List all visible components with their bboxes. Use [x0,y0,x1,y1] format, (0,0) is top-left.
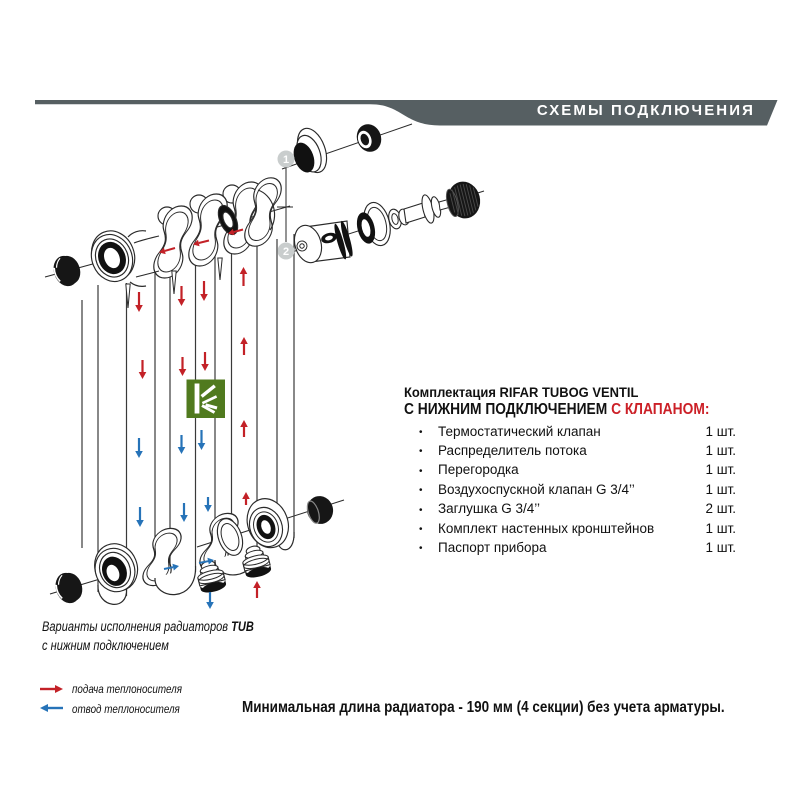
svg-text:2: 2 [283,246,289,258]
svg-text:1: 1 [283,154,289,166]
